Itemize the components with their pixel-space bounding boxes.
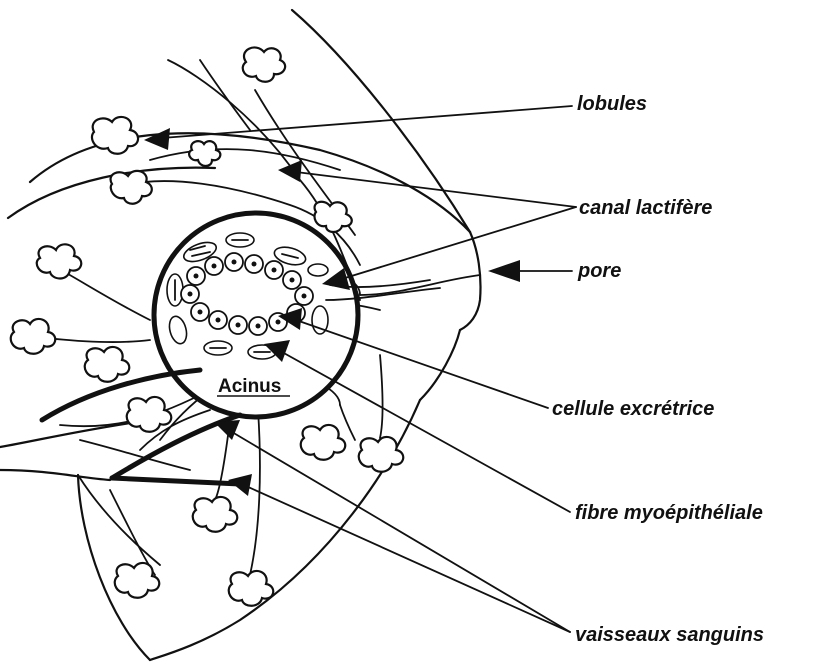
labels: lobules canal lactifère pore cellule exc… [552,93,764,646]
myoepithelial-fibre [308,264,328,276]
arrowhead [488,260,520,282]
label-cellule-excretrice: cellule excrétrice [552,398,714,420]
lobule [193,497,238,532]
arrowhead [278,160,302,182]
lobule [243,47,285,81]
label-pore: pore [577,260,621,282]
lobule [37,244,82,278]
lobule [314,202,351,232]
arrowhead [144,128,170,150]
lobule [189,141,220,166]
label-fibre-myoepitheliale: fibre myoépithéliale [575,502,763,524]
lobule [127,397,172,432]
acinus-label: Acinus [218,376,281,397]
lobule [359,437,404,472]
lobule [85,347,130,382]
lobule [111,171,152,204]
lobule [301,425,346,460]
lobule [11,319,56,354]
lobule [115,563,160,598]
label-canal-lactifere: canal lactifère [579,197,712,219]
label-lobules: lobules [577,93,647,115]
label-vaisseaux-sanguins: vaisseaux sanguins [575,624,764,646]
lobule [92,117,138,154]
